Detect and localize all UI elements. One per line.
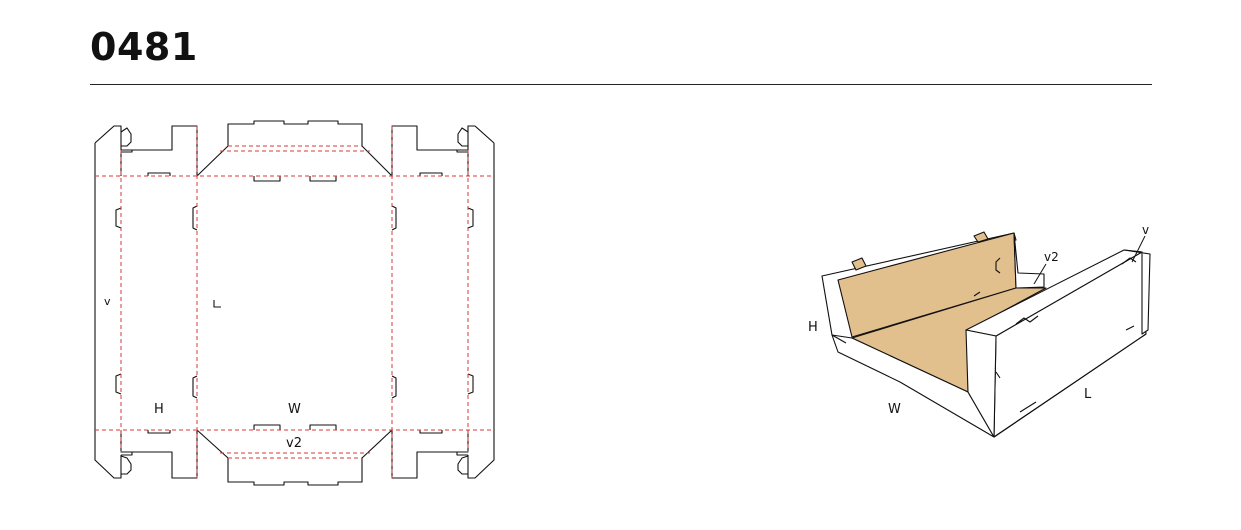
- dieline-top-flap-tabs: [253, 176, 337, 182]
- box-left-flap-fold: [831, 334, 847, 344]
- dieline-right-side-panel: [391, 125, 468, 479]
- dieline-top-flap: [196, 120, 393, 177]
- dieline-left-end-panel: [94, 125, 133, 479]
- dieline-right-side-tabs: [391, 172, 443, 434]
- dieline-left-side-tabs: [147, 172, 198, 434]
- dieline-center-mark: [213, 300, 221, 308]
- box-3d: [821, 231, 1151, 438]
- box-slots: [973, 257, 1137, 413]
- dieline-label-v: v: [104, 295, 111, 308]
- dieline-label-w: W: [288, 402, 301, 417]
- title-divider: [90, 84, 1152, 85]
- page-title: 0481: [90, 25, 198, 69]
- dieline-right-slots: [457, 127, 474, 475]
- dieline-fold-lines: [95, 126, 494, 478]
- box-right-rim: [1123, 249, 1151, 335]
- dieline-bottom-flap: [196, 429, 393, 486]
- box-label-w: W: [888, 402, 901, 417]
- dieline-left-side-panel: [121, 125, 198, 479]
- box-corner-edge: [993, 333, 1147, 438]
- box-top-tab-left: [851, 257, 867, 271]
- dieline-right-end-panel: [456, 125, 495, 479]
- box-label-v: v: [1142, 223, 1149, 237]
- dieline: [94, 120, 495, 486]
- dieline-left-slots: [115, 127, 132, 475]
- box-back-rim: [1013, 232, 1045, 289]
- box-label-h: H: [808, 320, 818, 335]
- box-leader-lines: [1033, 235, 1146, 285]
- box-label-v2: v2: [1044, 250, 1059, 264]
- dieline-label-h: H: [154, 402, 164, 417]
- box-label-l: L: [1084, 387, 1092, 402]
- dieline-label-v2: v2: [286, 436, 302, 451]
- box-top-tab-right: [973, 231, 989, 243]
- dieline-bottom-flap-tabs: [253, 424, 337, 430]
